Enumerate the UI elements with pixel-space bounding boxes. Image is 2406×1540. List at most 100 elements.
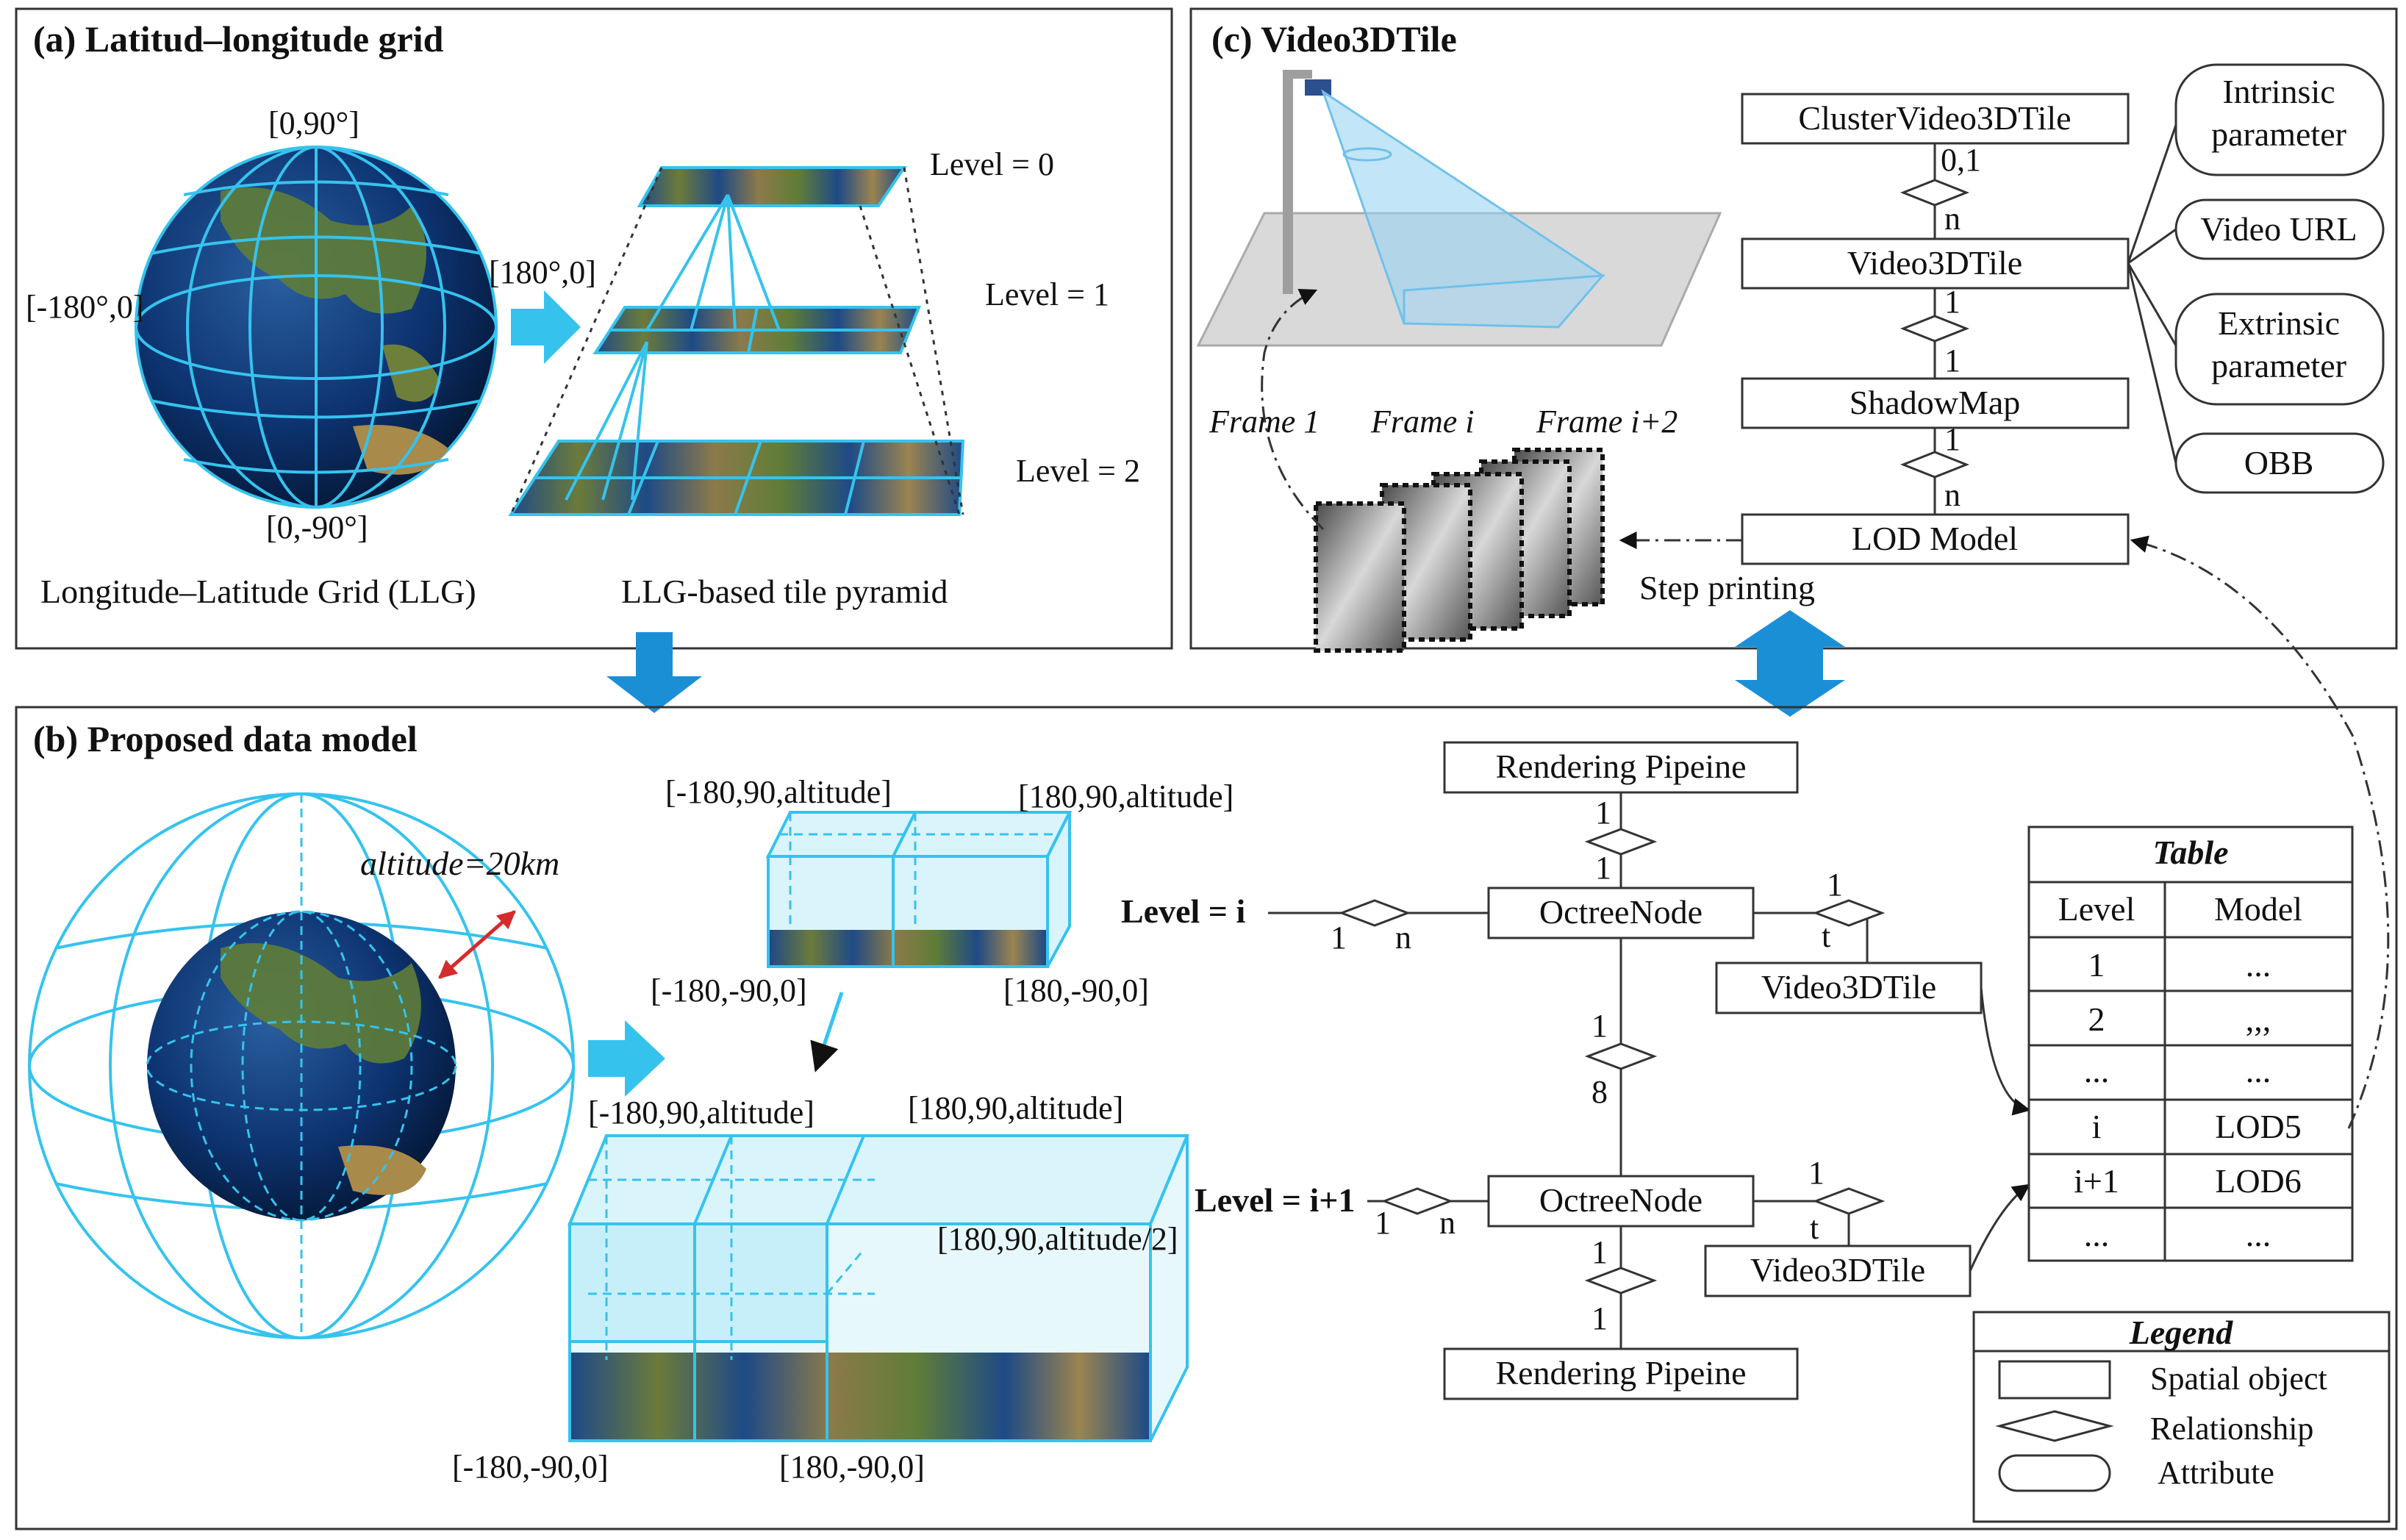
entity-shadowmap-label: ShadowMap: [1850, 384, 2021, 421]
card-pc-1: 1: [1592, 1008, 1608, 1044]
entity-lod-model: [1741, 513, 2130, 565]
attr-obb-label: OBB: [2244, 444, 2314, 481]
legend-relationship: Relationship: [2150, 1411, 2313, 1447]
legend-attribute: Attribute: [2158, 1455, 2274, 1491]
small-cube-br: [180,-90,0]: [1003, 973, 1149, 1009]
card-c-n2: n: [1944, 477, 1961, 513]
frame-i2-label: Frame i+2: [1536, 404, 1678, 440]
large-cube-mid: [180,90,altitude/2]: [937, 1221, 1178, 1257]
table-row: ... ...: [2084, 1216, 2271, 1253]
octree-node-i1-label: OctreeNode: [1539, 1181, 1703, 1219]
card-rp-bot-1: 1: [1592, 1234, 1608, 1270]
camera-icon: [1305, 79, 1331, 96]
rendering-pipeline-top: [1443, 741, 1799, 794]
globe-label-right: [180°,0]: [489, 254, 596, 290]
relationship-diamond-c2: [1900, 315, 1970, 343]
table-cell: ...: [2246, 946, 2271, 984]
table-cell: i: [2092, 1108, 2102, 1145]
diamond-octree-video-i1: [1812, 1187, 1886, 1215]
diamond-level-i: [1338, 899, 1411, 927]
table-cell: 1: [2088, 946, 2105, 984]
table-row: ... ...: [2084, 1052, 2271, 1089]
globe-label-left: [-180°,0]: [26, 289, 144, 325]
card-ov-i-1: 1: [1827, 867, 1843, 903]
large-cube-br: [180,-90,0]: [779, 1449, 925, 1485]
card-rp-top-1b: 1: [1595, 850, 1611, 886]
altitude-arrow: [438, 910, 516, 979]
arrow-globe-to-cubes: [588, 1020, 665, 1097]
entity-cluster-video3dtile-label: ClusterVideo3DTile: [1798, 99, 2071, 137]
entity-lod-model-label: LOD Model: [1852, 520, 2018, 557]
table-cell: ...: [2246, 1216, 2271, 1253]
caption-llg: Longitude–Latitude Grid (LLG): [40, 573, 476, 610]
card-level-i-n: n: [1395, 920, 1411, 956]
dashdot-table-to-lod: [2130, 535, 2390, 1129]
attr-obb: [2174, 432, 2385, 494]
step-printing-label: Step printing: [1639, 569, 1815, 606]
frame-i-label: Frame i: [1370, 404, 1475, 440]
card-ov-i1-t: t: [1810, 1210, 1819, 1246]
table-header-level: Level: [2058, 890, 2135, 928]
dashdot-frames-to-camera: [1261, 289, 1325, 531]
video-frames: [1314, 448, 1605, 653]
globe-label-top: [0,90°]: [268, 105, 359, 141]
card-level-i-1: 1: [1331, 920, 1347, 956]
relationship-diamond-c1: [1900, 179, 1970, 207]
table-title: Table: [2152, 834, 2228, 871]
level-i-label: Level = i: [1121, 892, 1246, 930]
relationship-diamond-c3: [1900, 451, 1970, 479]
rendering-pipeline-bottom: [1443, 1347, 1799, 1400]
arrow-a-to-b: [606, 632, 702, 713]
card-rp-top-1: 1: [1595, 795, 1611, 831]
rendering-pipeline-bottom-label: Rendering Pipeine: [1495, 1354, 1746, 1392]
table-cell: ...: [2084, 1052, 2110, 1089]
table-row: 1 ...: [2088, 946, 2271, 984]
arrow-small-to-large: [810, 992, 844, 1072]
legend-spatial-object-swatch: [1998, 1360, 2111, 1400]
globe-with-shell: [28, 792, 575, 1339]
level-i1-label: Level = i+1: [1195, 1181, 1356, 1219]
card-level-i1-n: n: [1439, 1205, 1456, 1241]
small-cube-tr: [180,90,altitude]: [1018, 778, 1234, 814]
table-cell: LOD5: [2215, 1108, 2302, 1145]
tile-pyramid: [508, 166, 965, 516]
card-c-n1: n: [1944, 201, 1961, 237]
small-cube-tl: [-180,90,altitude]: [665, 774, 892, 810]
table-cell: i+1: [2074, 1162, 2119, 1200]
legend: Legend Spatial object Relationship Attri…: [1972, 1311, 2391, 1523]
diamond-octree-parent-child: [1584, 1042, 1658, 1070]
small-cube-bl: [-180,-90,0]: [651, 973, 807, 1009]
table-cell: ...: [2084, 1216, 2110, 1253]
diamond-level-i1: [1381, 1187, 1454, 1215]
large-cube-tr: [180,90,altitude]: [908, 1090, 1123, 1126]
level-0-label: Level = 0: [930, 146, 1054, 182]
card-ov-i1-1: 1: [1808, 1155, 1825, 1191]
caption-tile-pyramid: LLG-based tile pyramid: [621, 573, 948, 610]
panel-c: (c) Video3DTile: [1189, 7, 2398, 653]
panel-b: (b) Proposed data model altitude=20km: [15, 535, 2398, 1530]
altitude-label: altitude=20km: [360, 845, 559, 882]
arrow-globe-to-pyramid: [511, 290, 581, 364]
large-cube-tl: [-180,90,altitude]: [588, 1095, 814, 1131]
video3dtile-i1: [1704, 1244, 1972, 1297]
panel-a-frame: [15, 7, 1173, 650]
level-1-label: Level = 1: [985, 276, 1109, 312]
attr-video-url: [2174, 198, 2385, 260]
table-header-model: Model: [2214, 890, 2302, 928]
octree-node-i-label: OctreeNode: [1539, 893, 1703, 931]
globe-label-bottom: [0,-90°]: [266, 509, 368, 545]
attr-video-url-label: Video URL: [2200, 210, 2357, 248]
table-cell: 2: [2088, 1000, 2105, 1038]
panel-b-frame: [15, 706, 2398, 1530]
entity-video3dtile-label: Video3DTile: [1847, 244, 2022, 282]
diamond-rp-octree-i: [1584, 828, 1658, 856]
card-level-i1-1: 1: [1375, 1205, 1391, 1241]
large-cube-bl: [-180,-90,0]: [452, 1449, 609, 1485]
card-c-01: 0,1: [1941, 142, 1981, 178]
video3dtile-i-label: Video3DTile: [1761, 968, 1936, 1006]
table-cell: ...: [2246, 1052, 2271, 1089]
